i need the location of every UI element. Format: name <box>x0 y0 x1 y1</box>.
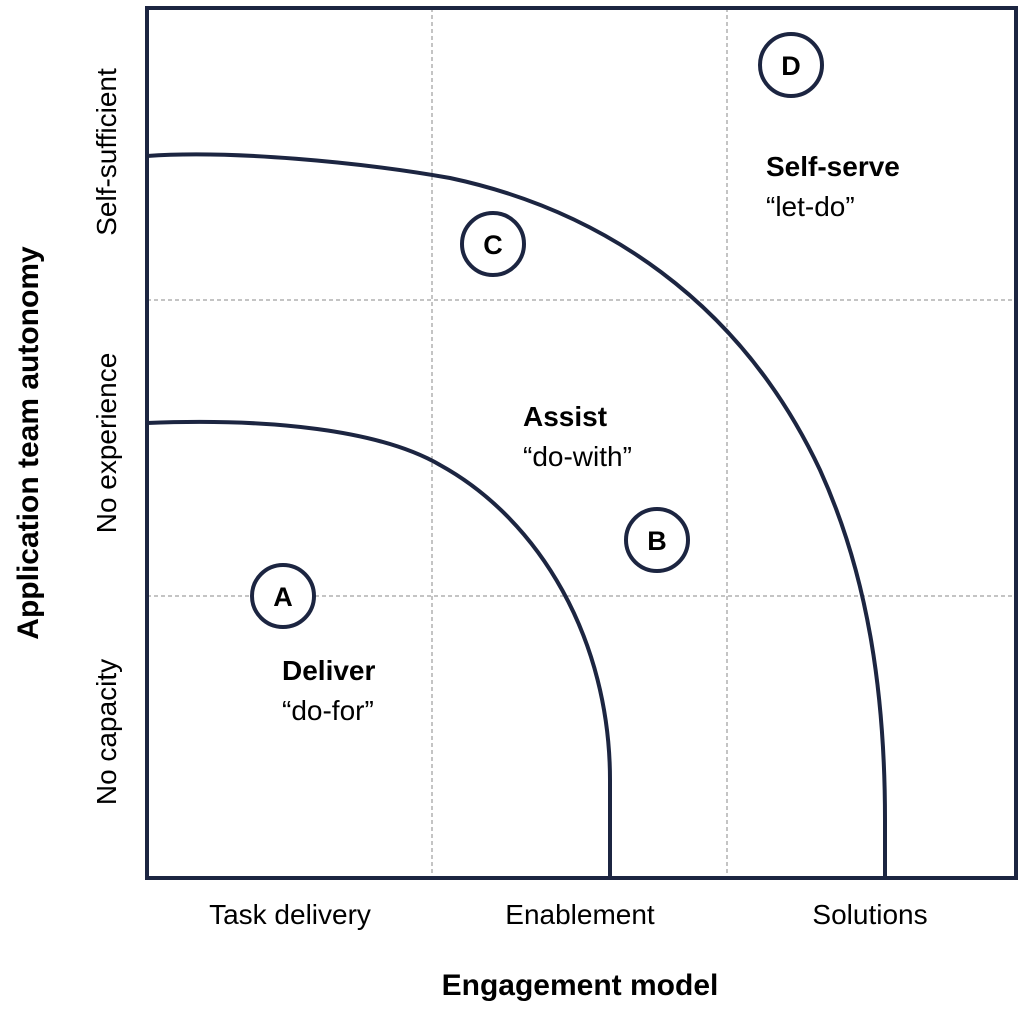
marker-d-label: D <box>781 51 801 81</box>
y-tick-no-capacity: No capacity <box>91 659 122 805</box>
marker-c: C <box>460 211 526 277</box>
marker-b-circle <box>624 507 690 573</box>
x-tick-solutions: Solutions <box>812 899 927 930</box>
plot-frame <box>145 6 1018 880</box>
x-tick-task-delivery: Task delivery <box>209 899 371 930</box>
zone-subtitle-self-serve: “let-do” <box>766 191 855 222</box>
x-tick-enablement: Enablement <box>505 899 655 930</box>
y-tick-self-sufficient: Self-sufficient <box>91 68 122 236</box>
zone-subtitle-deliver: “do-for” <box>282 695 374 726</box>
inner-boundary-curve <box>146 419 612 878</box>
marker-d-circle <box>758 32 824 98</box>
marker-a-circle <box>250 563 316 629</box>
marker-a-label: A <box>273 582 293 612</box>
grid-lines <box>147 8 1016 878</box>
marker-a: A <box>250 563 316 629</box>
y-tick-no-experience: No experience <box>91 353 122 534</box>
zone-subtitle-assist: “do-with” <box>523 441 632 472</box>
marker-b-label: B <box>647 526 667 556</box>
zone-name-assist: Assist <box>523 401 607 432</box>
outer-boundary-curve <box>146 152 887 878</box>
zone-name-deliver: Deliver <box>282 655 375 686</box>
y-axis-title: Application team autonomy <box>12 246 45 640</box>
marker-c-circle <box>460 211 526 277</box>
zone-name-self-serve: Self-serve <box>766 151 900 182</box>
x-axis-title: Engagement model <box>442 969 719 1002</box>
marker-c-label: C <box>483 230 503 260</box>
marker-b: B <box>624 507 690 573</box>
marker-d: D <box>758 32 824 98</box>
